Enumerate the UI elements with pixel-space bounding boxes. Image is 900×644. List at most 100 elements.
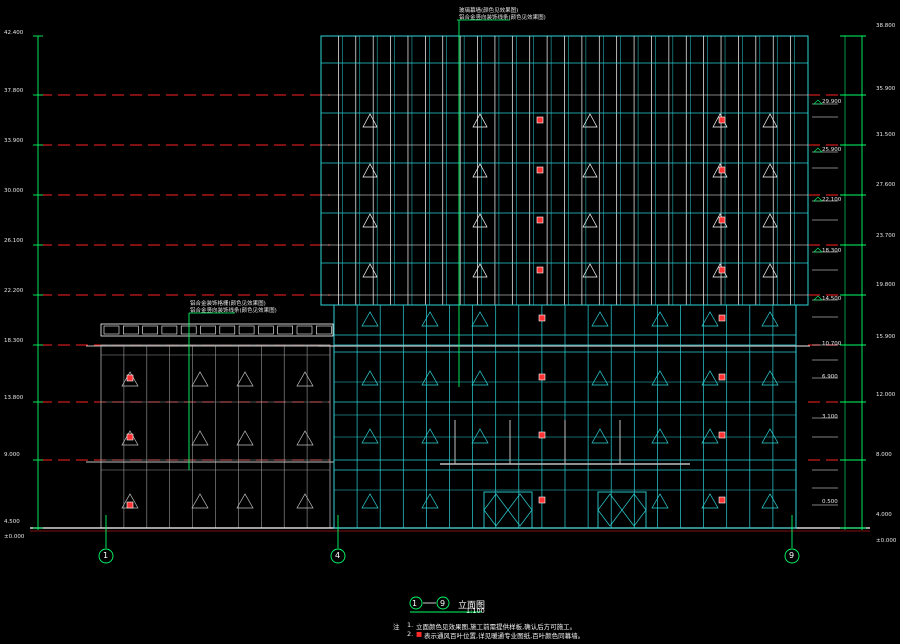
axis-bubble [98,548,114,564]
railing-panel [142,325,158,335]
window-triangle [762,113,778,128]
elevation-label-right: 27.600 [876,182,896,188]
window-triangle [296,493,314,509]
vent-mark [536,216,544,224]
level-symbol [813,99,823,105]
elevation-label-left: 33.900 [4,138,24,144]
window-triangle [236,371,254,387]
window-triangle [472,213,488,228]
elevation-label-left: 26.100 [4,238,24,244]
elevation-label-right: 35.900 [876,86,896,92]
note-2-text: 表示通风百叶位置,详见暖通专业图纸,百叶颜色同幕墙。 [424,632,585,640]
callout-leaders [188,19,510,470]
railing-panel [258,325,274,335]
railing-panel [123,325,139,335]
window-triangle [651,493,669,509]
window-triangle [761,428,779,444]
door-swing [507,493,533,527]
vent-mark [536,166,544,174]
elevation-label-right: ±0.000 [876,538,897,544]
elevation-label-right: 23.700 [876,233,896,239]
elevation-label-right: 38.800 [876,23,896,29]
window-triangle [421,493,439,509]
window-triangle [761,493,779,509]
elevation-label-left: 4.500 [4,519,20,525]
window-triangle [582,163,598,178]
floor-level-label: 6.900 [822,374,838,380]
level-symbol [813,147,823,153]
window-triangle [191,493,209,509]
window-triangle [582,263,598,278]
elevation-label-right: 15.900 [876,334,896,340]
title-marker-start: 1 [412,599,418,608]
note-1-text: 立面颜色见效果图,施工前需提供样板,确认后方可施工。 [416,623,577,631]
window-triangle [471,370,489,386]
window-triangle [121,430,139,446]
window-triangle [701,370,719,386]
railing-panel [315,325,332,335]
window-triangle [236,430,254,446]
elevation-label-left: 18.300 [4,338,24,344]
podium-right-facade [318,304,810,529]
window-triangle [591,428,609,444]
title-bubble-start [409,596,423,610]
window-triangle [296,371,314,387]
note-2-vent-mark: ■ [416,630,423,638]
window-triangle [421,370,439,386]
level-symbol [813,295,823,301]
railing-panel [277,325,294,335]
railing-panel [238,325,255,335]
vent-mark [536,116,544,124]
level-symbol [813,196,823,202]
window-triangle [591,311,609,327]
left-dimension-chain [33,35,43,530]
window-triangle [362,213,378,228]
window-triangle [191,371,209,387]
floor-level-label: 0.500 [822,499,838,505]
podium-callout-line-2: 铝合金竖向装饰线条(颜色见效果图) [190,308,277,314]
right-dimension-chain [812,35,866,530]
railing-panel [219,325,236,335]
title-marker-end: 9 [440,599,446,608]
elevation-label-left: 30.000 [4,188,24,194]
railing-panel [103,325,120,335]
vent-mark [538,373,546,381]
floor-level-label: 29.900 [822,99,842,105]
window-triangle [421,428,439,444]
window-triangle [421,311,439,327]
floor-level-label: 14.500 [822,296,842,302]
elevation-label-right: 19.800 [876,282,896,288]
elevation-label-left: 42.400 [4,30,24,36]
vent-mark [718,373,726,381]
elevation-label-left: 13.800 [4,395,24,401]
notes-label: 注 [393,623,400,631]
axis-label: 9 [789,551,795,560]
window-triangle [121,371,139,387]
window-triangle [472,113,488,128]
window-triangle [471,311,489,327]
window-triangle [762,163,778,178]
note-2-prefix: 2. [407,630,414,638]
window-triangle [582,213,598,228]
window-triangle [701,428,719,444]
vent-mark [126,374,134,382]
window-triangle [361,428,379,444]
window-triangle [762,263,778,278]
vent-mark [718,431,726,439]
vent-mark [536,266,544,274]
level-symbol [813,247,823,253]
elevation-label-right: 4.000 [876,512,892,518]
window-triangle [471,428,489,444]
window-triangle [191,430,209,446]
window-triangle [701,311,719,327]
window-triangle [362,163,378,178]
window-triangle [296,430,314,446]
railing-panel [296,325,313,335]
vent-mark [126,433,134,441]
drawing-scale: 1:100 [466,607,485,615]
window-triangle [236,493,254,509]
window-triangle [591,370,609,386]
axis-bubbles [98,515,800,564]
window-triangle [651,370,669,386]
